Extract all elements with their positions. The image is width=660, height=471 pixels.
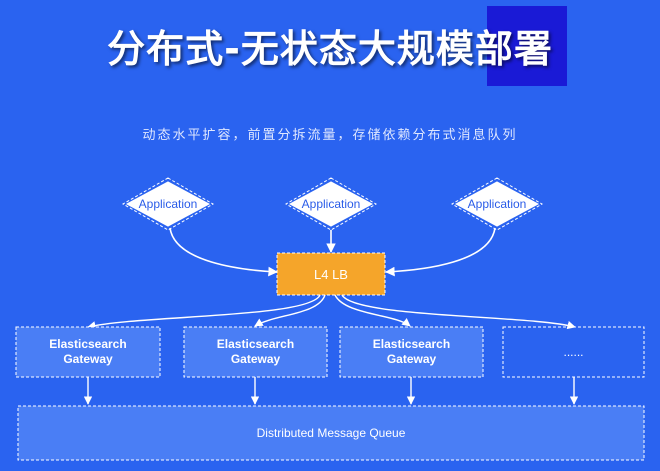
- page-title: 分布式-无状态大规模部署: [107, 27, 553, 71]
- gateway-label-1-line1: Elasticsearch: [49, 337, 127, 351]
- page-subtitle: 动态水平扩容，前置分拆流量，存储依赖分布式消息队列: [142, 128, 518, 143]
- application-node-2: [288, 181, 374, 227]
- placeholder-label: ......: [563, 345, 584, 359]
- title-accent-block: [487, 6, 567, 86]
- connector-lb-gw3: [334, 294, 411, 327]
- gateway-node-3: [339, 326, 484, 378]
- gateway-node-2: [183, 326, 328, 378]
- gateway-label-1-line2: Gateway: [63, 352, 113, 366]
- connector-app3-lb: [385, 227, 496, 277]
- application-node-1: [125, 181, 211, 227]
- gateway-label-3: Elasticsearch Gateway: [340, 327, 483, 377]
- application-label-1: Application: [138, 197, 198, 211]
- gateway-label-1: Elasticsearch Gateway: [16, 327, 160, 377]
- title-area: 分布式-无状态大规模部署: [0, 0, 660, 90]
- gateway-label-3-line1: Elasticsearch: [372, 337, 451, 351]
- connector-app1-lb: [169, 227, 278, 277]
- load-balancer-node: [276, 252, 386, 296]
- connector-lb-placeholder: [341, 294, 576, 330]
- load-balancer-label: L4 LB: [314, 266, 348, 282]
- message-queue-node: [17, 405, 645, 461]
- gateway-label-3-line2: Gateway: [386, 352, 437, 366]
- gateway-label-2-line2: Gateway: [230, 352, 281, 366]
- application-label-2: Application: [301, 197, 361, 211]
- gateway-node-1: [15, 326, 161, 378]
- gateway-label-2: Elasticsearch Gateway: [184, 327, 327, 377]
- application-label-3: Application: [467, 197, 527, 211]
- gateway-label-2-line1: Elasticsearch: [216, 337, 295, 351]
- connector-lb-gw2: [254, 294, 326, 327]
- connector-lb-gw1: [87, 294, 321, 330]
- message-queue-label: Distributed Message Queue: [256, 426, 406, 440]
- application-node-3: [454, 181, 540, 227]
